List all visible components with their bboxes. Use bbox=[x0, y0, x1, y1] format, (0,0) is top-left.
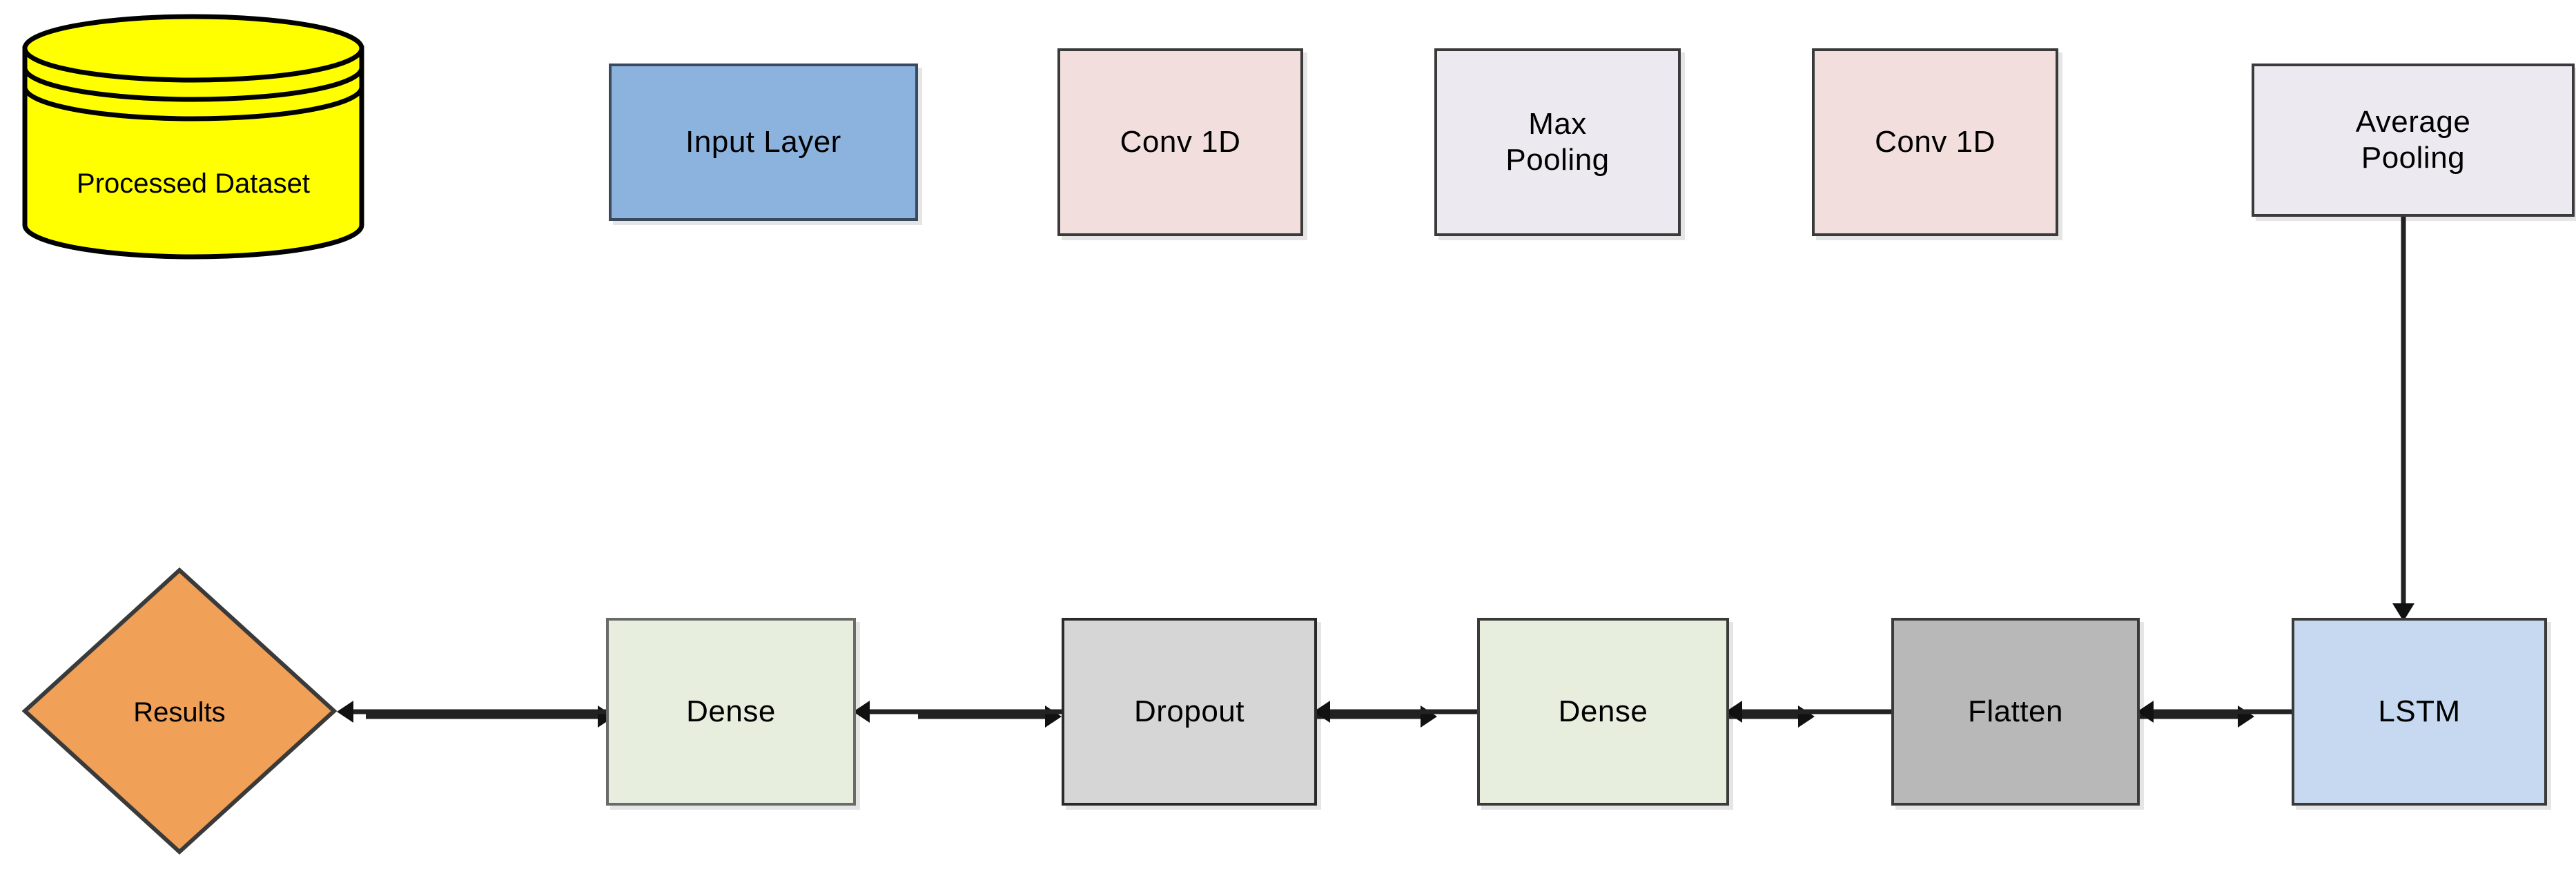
node-max-pooling[interactable]: Max Pooling bbox=[1434, 48, 1681, 236]
node-label-dropout: Dropout bbox=[1133, 694, 1245, 729]
node-conv-1d-first[interactable]: Conv 1D bbox=[1057, 48, 1303, 236]
node-label-results: Results bbox=[133, 697, 226, 728]
node-dense-first[interactable]: Dense bbox=[606, 618, 856, 806]
node-label-conv-1d-second: Conv 1D bbox=[1875, 125, 1996, 159]
node-flatten[interactable]: Flatten bbox=[1891, 618, 2140, 806]
edge-dense1-to-results bbox=[337, 698, 609, 726]
diamond-icon bbox=[21, 567, 338, 855]
node-label-conv-1d-first: Conv 1D bbox=[1120, 125, 1241, 159]
node-label-max-pooling: Max Pooling bbox=[1505, 107, 1610, 177]
node-dropout[interactable]: Dropout bbox=[1062, 618, 1317, 806]
node-label-flatten: Flatten bbox=[1967, 694, 2063, 729]
node-average-pooling[interactable]: Average Pooling bbox=[2252, 64, 2575, 217]
node-processed-dataset[interactable]: Processed Dataset bbox=[21, 12, 366, 261]
node-dense-second[interactable]: Dense bbox=[1477, 618, 1729, 806]
edge-avgpool-to-lstm bbox=[2388, 215, 2419, 621]
edge-dropout-to-dense1 bbox=[853, 698, 1064, 726]
node-label-input-layer: Input Layer bbox=[685, 125, 841, 159]
edge-flatten-to-dense2 bbox=[1726, 698, 1894, 726]
edge-dense2-to-dropout bbox=[1314, 698, 1481, 726]
node-label-processed-dataset: Processed Dataset bbox=[77, 168, 310, 199]
node-results[interactable]: Results bbox=[21, 566, 338, 856]
node-label-dense-first: Dense bbox=[686, 694, 776, 729]
node-conv-1d-second[interactable]: Conv 1D bbox=[1812, 48, 2058, 236]
node-input-layer[interactable]: Input Layer bbox=[609, 64, 918, 221]
node-label-dense-second: Dense bbox=[1558, 694, 1648, 729]
cylinder-icon bbox=[22, 14, 364, 260]
node-label-lstm: LSTM bbox=[2378, 694, 2461, 729]
edge-lstm-to-flatten bbox=[2137, 698, 2294, 726]
node-lstm[interactable]: LSTM bbox=[2292, 618, 2547, 806]
node-label-average-pooling: Average Pooling bbox=[2355, 105, 2471, 175]
